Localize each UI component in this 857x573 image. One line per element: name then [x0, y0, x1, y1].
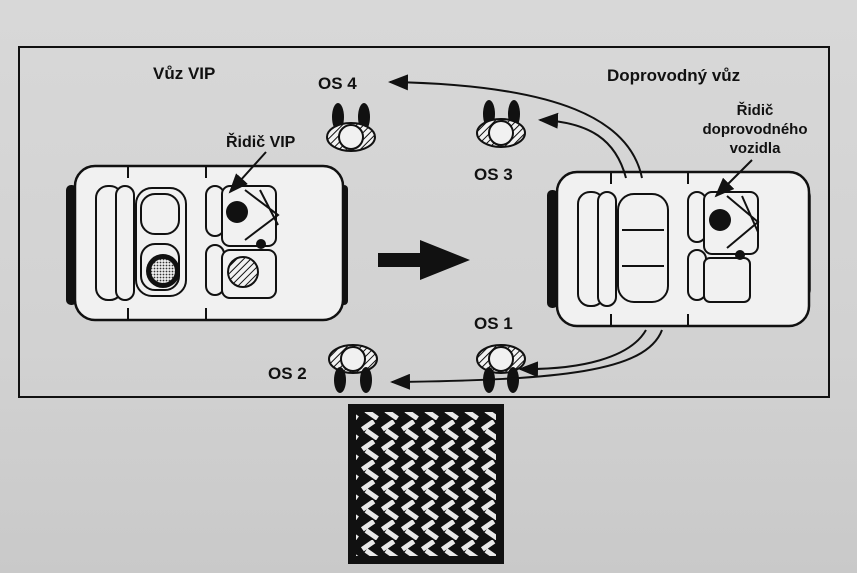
arrow-to-os2	[390, 329, 663, 390]
entrance-pattern	[356, 412, 496, 556]
escort-driver-line2: doprovodného	[702, 121, 808, 138]
escort-car	[547, 170, 811, 328]
escort-car-title: Doprovodný vůz	[607, 66, 741, 85]
os4-figure	[326, 103, 376, 152]
vip-driver-label: Řidič VIP	[226, 134, 296, 151]
label-os4: OS 4	[318, 74, 357, 93]
direction-arrow-icon	[378, 240, 470, 280]
arrow-to-os1	[518, 329, 647, 378]
escort-driver-head	[709, 209, 731, 231]
escort-driver-line1: Řidič	[736, 102, 774, 119]
vip-passenger-icon	[151, 259, 175, 283]
label-os1: OS 1	[474, 314, 513, 333]
steering-wheel-icon-escort	[735, 250, 745, 260]
arrow-to-os3	[538, 112, 627, 179]
os2-figure	[328, 344, 378, 393]
steering-wheel-icon	[256, 239, 266, 249]
escort-car-rear-bumper	[547, 190, 558, 308]
os1-figure	[476, 344, 526, 393]
vip-driver-head	[226, 201, 248, 223]
vip-car	[66, 164, 348, 322]
vip-car-title: Vůz VIP	[153, 64, 216, 83]
escort-driver-line3: vozidla	[729, 140, 781, 157]
escort-driver-label: Řidič doprovodného vozidla	[700, 101, 810, 158]
vip-driver-pointer	[228, 151, 267, 194]
front-passenger-icon	[227, 256, 259, 288]
label-os2: OS 2	[268, 364, 307, 383]
label-os3: OS 3	[474, 165, 513, 184]
escort-driver-pointer	[714, 159, 753, 198]
arrow-to-os4	[388, 74, 643, 179]
diagram-frame	[18, 46, 830, 398]
os3-figure	[476, 100, 526, 148]
